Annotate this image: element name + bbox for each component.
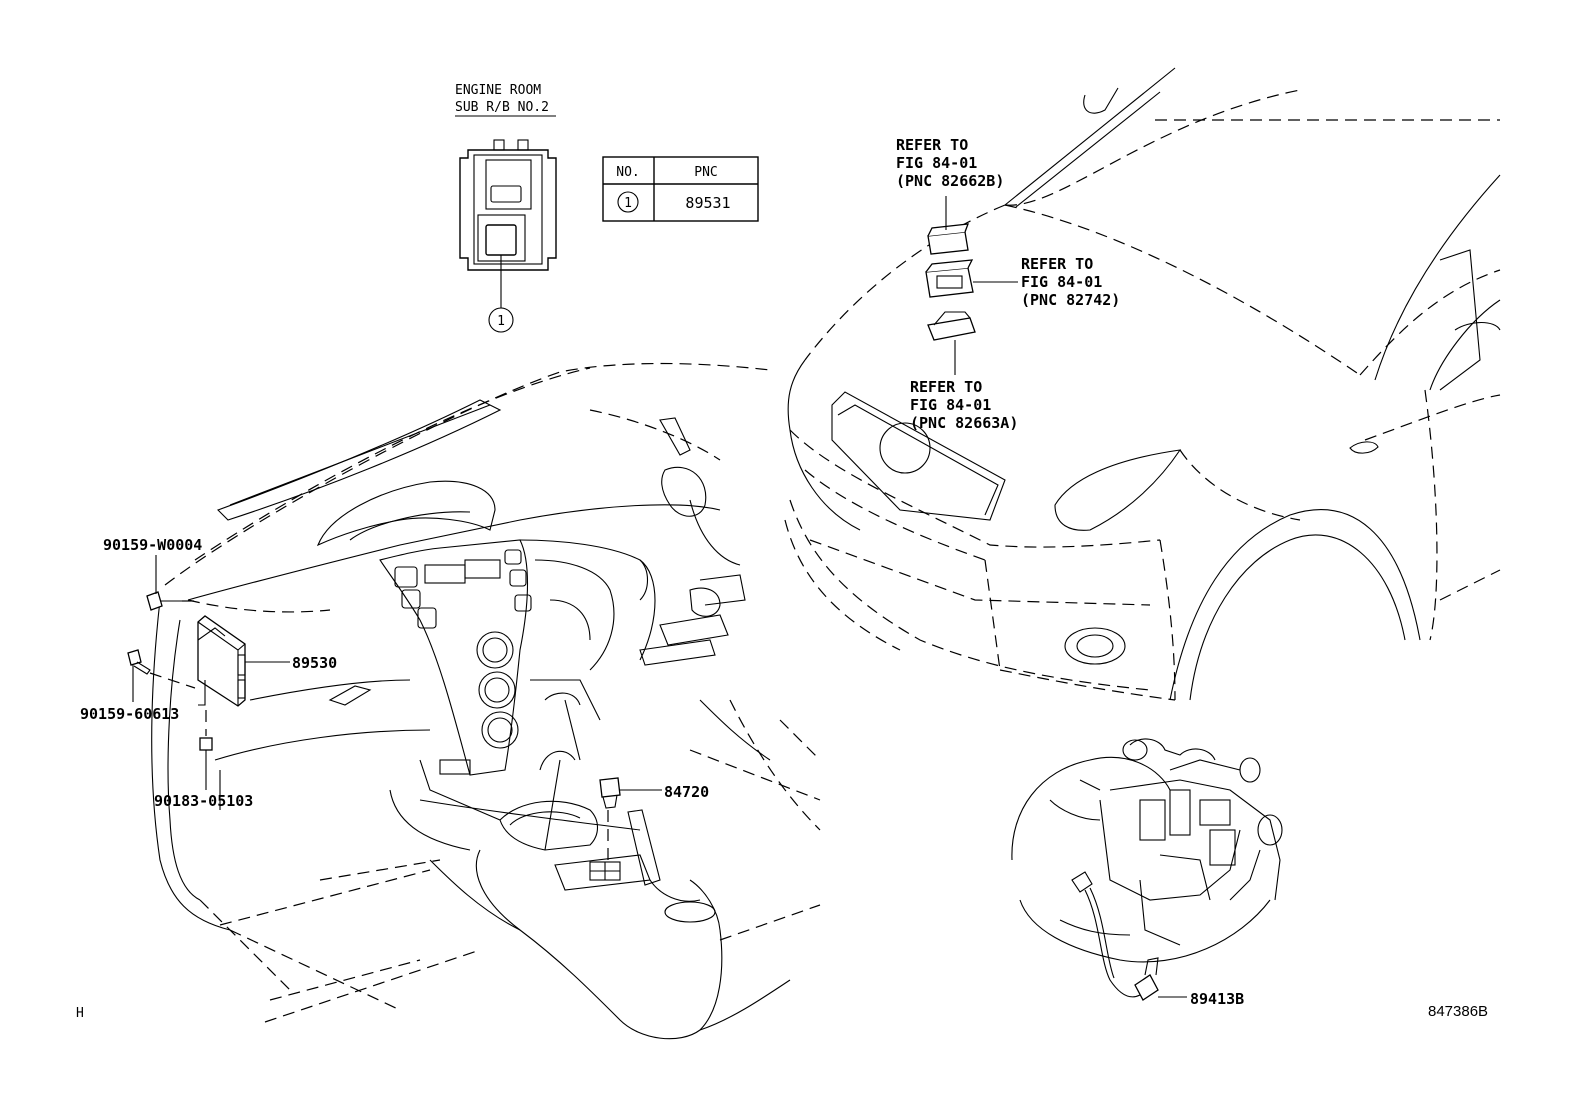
- refer-note-3-line3: (PNC 82663A): [910, 414, 1018, 432]
- engine-room-relay-block: ENGINE ROOM SUB R/B NO.2 1: [455, 83, 557, 333]
- label-89530: 89530: [292, 654, 337, 672]
- label-90159-w0004: 90159-W0004: [103, 536, 202, 554]
- table-header-pnc: PNC: [694, 165, 717, 180]
- switch-84720: [599, 777, 662, 860]
- label-90183-05103: 90183-05103: [154, 792, 253, 810]
- figure-id: 847386B: [1428, 1003, 1488, 1020]
- nut-90183-05103: [199, 710, 213, 790]
- refer-note-3-line2: FIG 84-01: [910, 396, 991, 414]
- refer-note-2-line2: FIG 84-01: [1021, 273, 1102, 291]
- corner-mark: H: [76, 1006, 84, 1021]
- engine-room-callout: 1: [497, 314, 505, 329]
- refer-note-3: REFER TO FIG 84-01 (PNC 82663A): [910, 378, 1018, 432]
- refer-note-1: REFER TO FIG 84-01 (PNC 82662B): [896, 136, 1004, 190]
- refer-note-1-line3: (PNC 82662B): [896, 172, 1004, 190]
- ecu-89530: [197, 615, 290, 707]
- label-90159-60613: 90159-60613: [80, 705, 179, 723]
- table-cell-no: 1: [624, 196, 632, 211]
- dashboard-outline: [151, 362, 821, 1040]
- bolt-90159-w0004: [146, 555, 200, 611]
- transaxle-assembly: [1011, 738, 1283, 1001]
- refer-note-2: REFER TO FIG 84-01 (PNC 82742): [1021, 255, 1120, 309]
- label-84720: 84720: [664, 783, 709, 801]
- engine-room-title: ENGINE ROOM: [455, 83, 541, 98]
- table-header-no: NO.: [616, 165, 639, 180]
- pnc-table: NO. PNC 1 89531: [602, 156, 759, 222]
- refer-note-2-line3: (PNC 82742): [1021, 291, 1120, 309]
- refer-note-1-line2: FIG 84-01: [896, 154, 977, 172]
- refer-note-3-line1: REFER TO: [910, 378, 982, 396]
- refer-note-2-line1: REFER TO: [1021, 255, 1093, 273]
- front-car-outline: [784, 67, 1501, 701]
- bolt-90159-60613: [127, 649, 196, 702]
- table-cell-pnc: 89531: [685, 194, 730, 212]
- refer-note-1-line1: REFER TO: [896, 136, 968, 154]
- label-89413b: 89413B: [1190, 990, 1244, 1008]
- relay-parts: [925, 196, 1018, 375]
- engine-room-subtitle: SUB R/B NO.2: [455, 100, 549, 115]
